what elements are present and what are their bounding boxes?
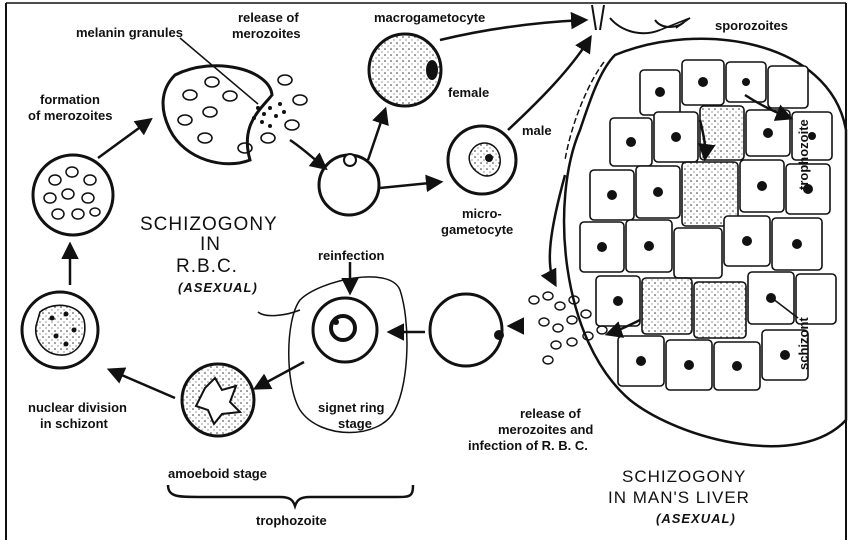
cell-amoeboid [182, 364, 254, 436]
label-male: male [522, 123, 552, 138]
cell-macrogametocyte [369, 34, 441, 106]
arrow-liver-down [550, 175, 565, 284]
label-signet-2: stage [338, 416, 372, 431]
label-nuclear-2: in schizont [40, 416, 109, 431]
label-signet-1: signet ring [318, 400, 385, 415]
label-release-infection-1: release of [520, 406, 581, 421]
title-liver-1: SCHIZOGONY [622, 467, 746, 486]
label-micro-2: gametocyte [441, 222, 513, 237]
label-female: female [448, 85, 489, 100]
cell-release-of-merozoites [163, 66, 307, 164]
title-rbc-4: (ASEXUAL) [178, 280, 258, 295]
liver-tissue [564, 39, 846, 446]
title-liver-3: (ASEXUAL) [656, 511, 736, 526]
trophozoite-bracket [168, 485, 413, 506]
label-release-infection-2: merozoites and [498, 422, 593, 437]
arrow-to-macrogametocyte [368, 110, 385, 160]
arrow-micro-to-mosquito [508, 38, 590, 130]
label-release-infection-3: infection of R. B. C. [468, 438, 588, 453]
arrow-to-microgametocyte [380, 182, 440, 188]
label-nuclear-1: nuclear division [28, 400, 127, 415]
arrow-release-to-reinfection [290, 140, 325, 168]
cell-reinfection [319, 154, 379, 215]
label-formation-1: formation [40, 92, 100, 107]
label-amoeboid: amoeboid stage [168, 466, 267, 481]
label-release-1: release of [238, 10, 299, 25]
cell-microgametocyte [448, 126, 516, 194]
arrow-amoeboid-to-division [110, 370, 175, 398]
label-melanin-granules: melanin granules [76, 25, 183, 40]
title-rbc-1: SCHIZOGONY [140, 214, 278, 235]
label-micro-1: micro- [462, 206, 502, 221]
label-reinfection: reinfection [318, 248, 385, 263]
cell-rbc-infection [430, 294, 504, 366]
title-rbc-3: R.B.C. [176, 256, 238, 277]
sporozoites-mark [592, 5, 684, 33]
arrow-signet-to-amoeboid [256, 362, 304, 388]
label-macrogametocyte: macrogametocyte [374, 10, 485, 25]
label-formation-2: of merozoites [28, 108, 113, 123]
cell-nuclear-division [22, 292, 98, 368]
label-schizont-liver: schizont [796, 317, 811, 370]
label-trophozoite-bracket: trophozoite [256, 513, 327, 528]
label-release-2: merozoites [232, 26, 301, 41]
title-rbc-2: IN [200, 234, 221, 255]
title-liver-2: IN MAN'S LIVER [608, 488, 750, 507]
label-sporozoites: sporozoites [715, 18, 788, 33]
cell-formation-of-merozoites [33, 155, 113, 235]
label-trophozoite-liver: trophozoite [796, 119, 811, 190]
arrow-formation-to-release [98, 120, 150, 158]
